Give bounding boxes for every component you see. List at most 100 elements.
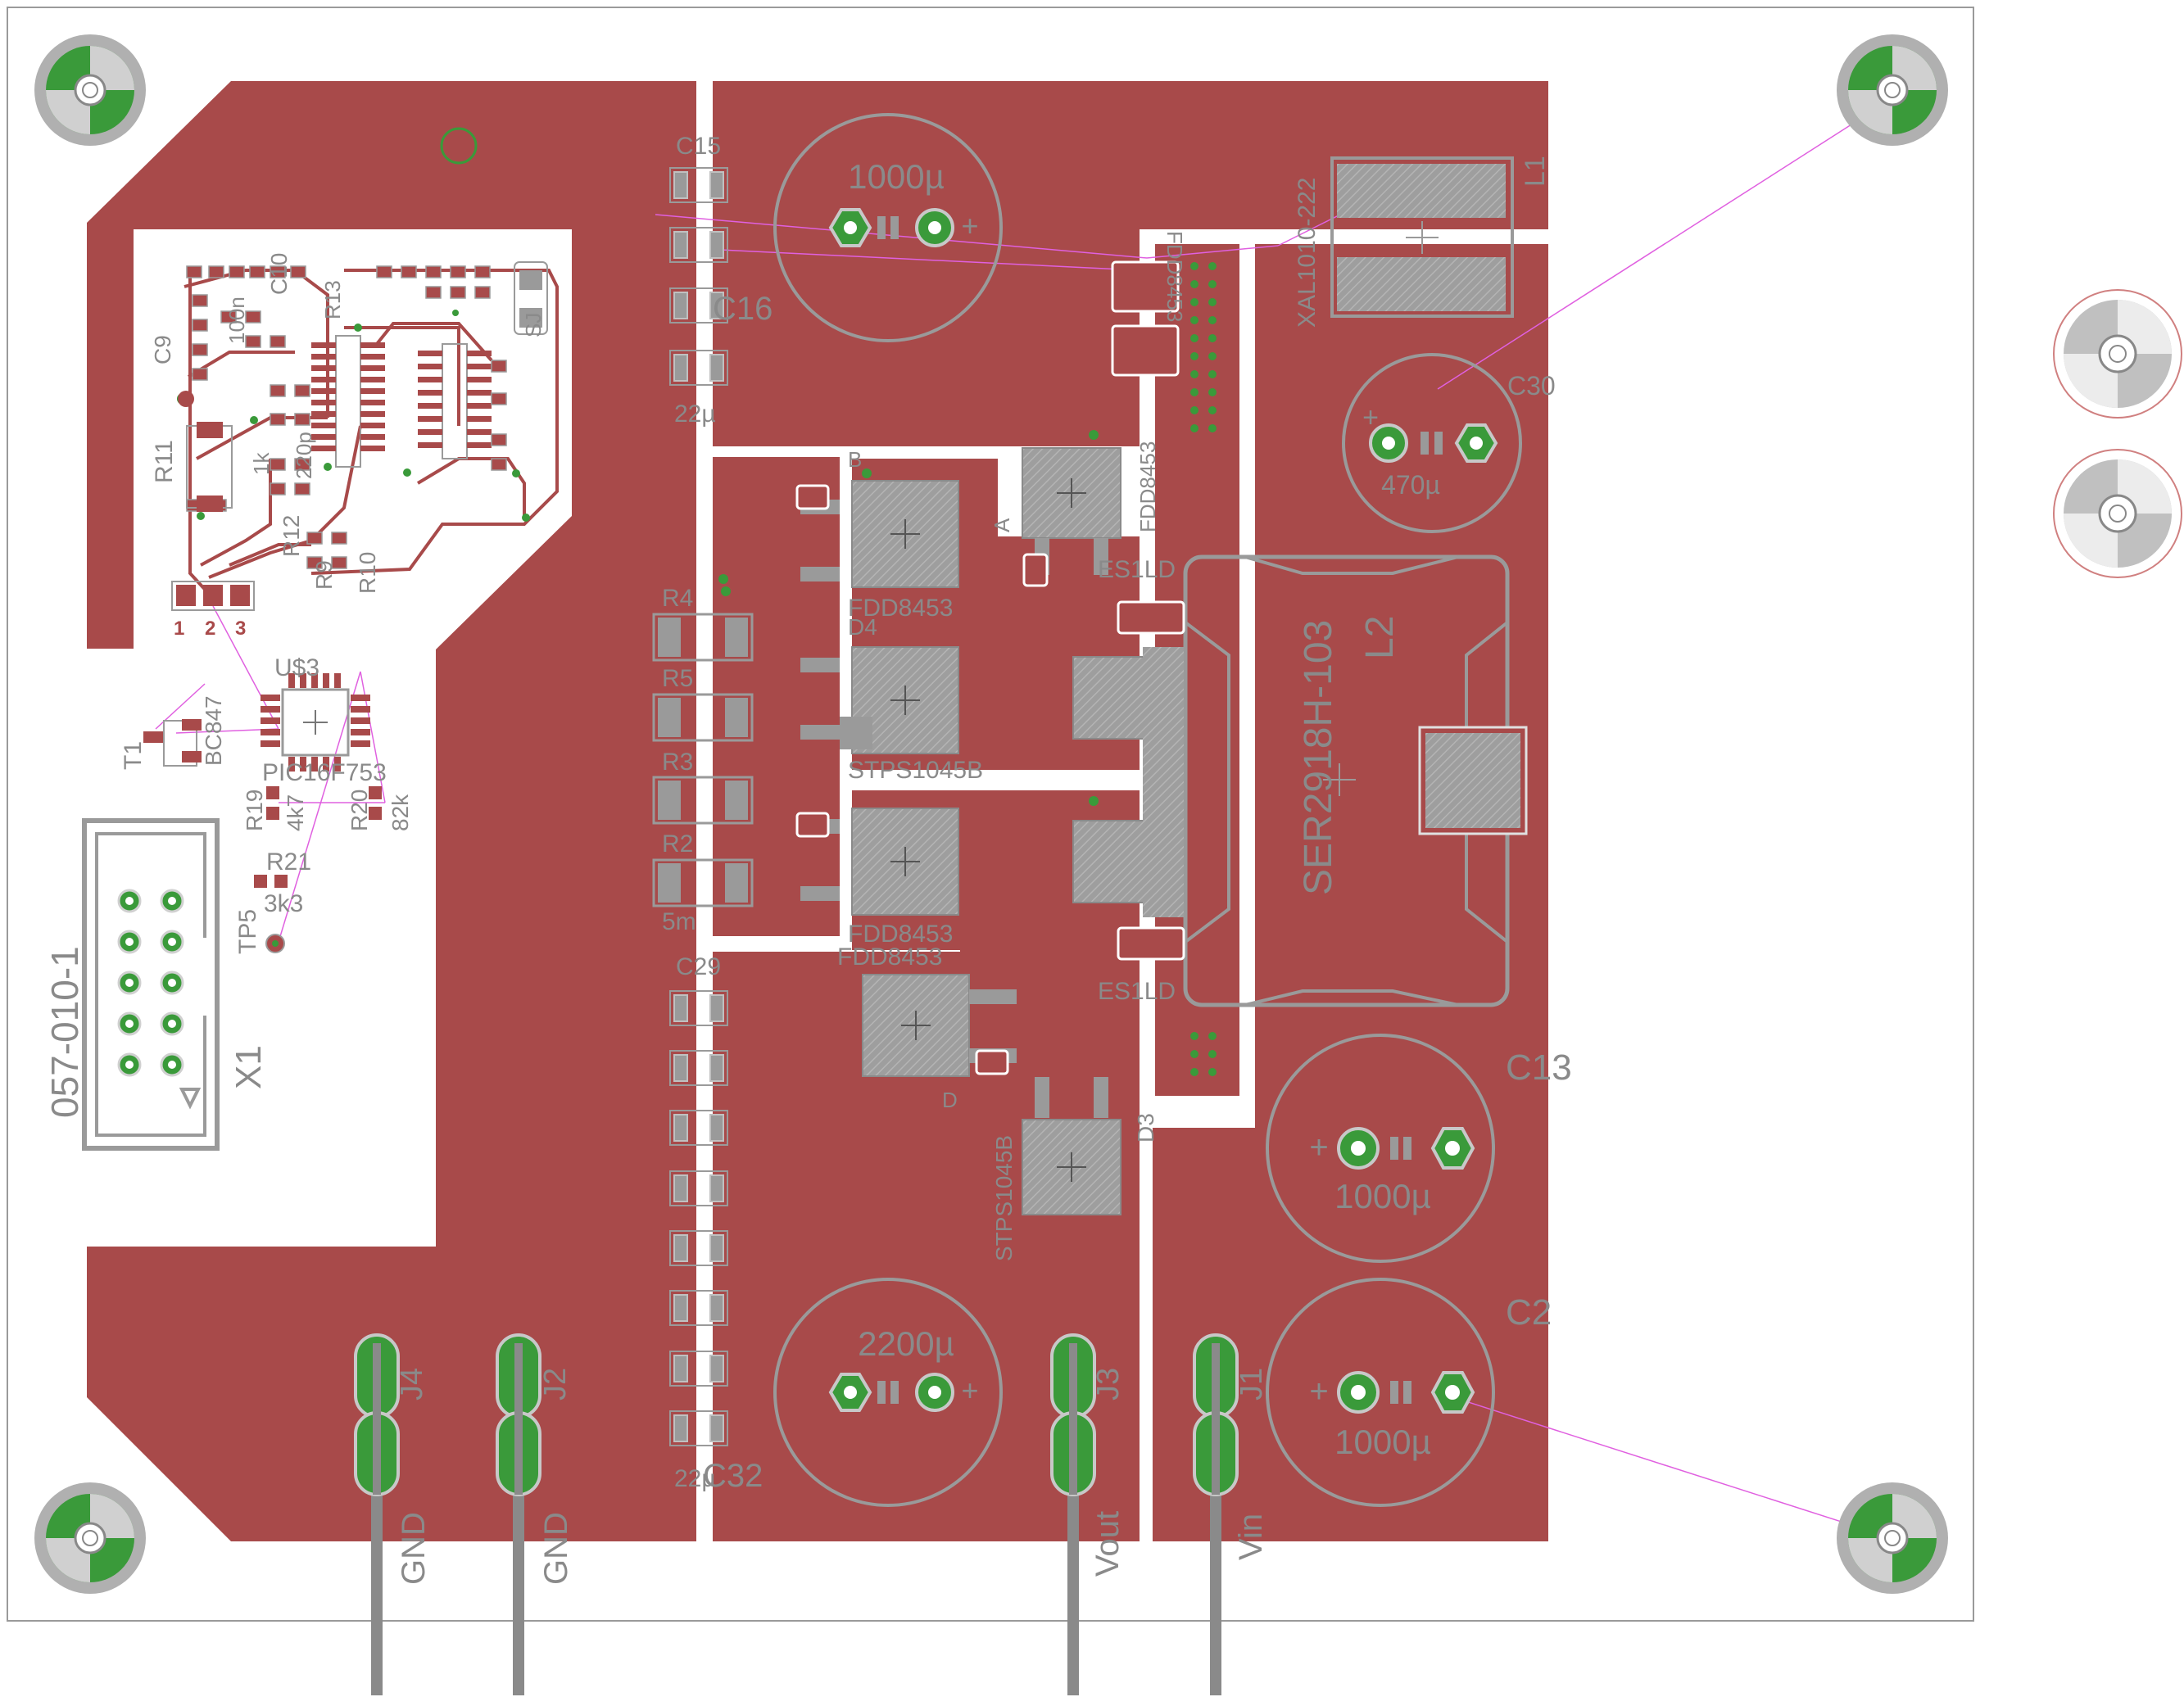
mounting-hole-bottom-right xyxy=(1837,1482,1948,1594)
label-r220p: 220p xyxy=(292,432,316,479)
label-stps-a: STPS1045B xyxy=(848,757,983,784)
label-cap-1000u-c2: 1000µ xyxy=(1334,1423,1431,1461)
mounting-holes xyxy=(34,34,2182,1594)
label-c13: C13 xyxy=(1506,1048,1572,1088)
label-c9: C9 xyxy=(150,335,175,364)
label-x1: X1 xyxy=(229,1045,269,1089)
mosfet-fdd-3 xyxy=(862,974,1017,1077)
label-pin-1: 1 xyxy=(174,618,184,640)
label-cap-1000u-c13: 1000µ xyxy=(1334,1177,1431,1215)
label-r21-val: 3k3 xyxy=(264,890,303,917)
inductor-l1 xyxy=(1330,156,1514,318)
jack-j1 xyxy=(1193,1333,1239,1695)
power-jacks xyxy=(354,1333,1239,1695)
small-pads xyxy=(795,260,1185,1075)
label-r12: R12 xyxy=(279,515,304,557)
capacitor-1000u-c2: + xyxy=(1266,1278,1495,1507)
via-columns xyxy=(718,262,1217,1076)
label-fdd-e: FDD8453 xyxy=(1162,231,1187,322)
label-gnd-1: GND xyxy=(396,1512,432,1585)
shunt-r4 xyxy=(652,613,754,662)
label-j1: J1 xyxy=(1235,1368,1269,1401)
label-d4: D4 xyxy=(848,614,877,640)
diode-d4 xyxy=(800,646,959,754)
mosfet-fdd-2 xyxy=(800,808,959,916)
diode-es1ld-block-upper xyxy=(1072,656,1156,740)
label-l1-part: XAL1010-222 xyxy=(1294,178,1321,328)
label-r1k: 1k xyxy=(249,452,274,475)
label-r20: R20 xyxy=(347,790,372,831)
label-fdd-b: FDD8453 xyxy=(848,921,953,948)
board-outline xyxy=(7,7,1974,1622)
label-c15: C15 xyxy=(676,133,721,160)
label-j4: J4 xyxy=(395,1368,429,1401)
label-d3: D3 xyxy=(1133,1113,1158,1143)
label-pin-3: 3 xyxy=(235,618,246,640)
label-r2: R2 xyxy=(662,830,693,858)
mlcc-stack-top xyxy=(669,167,728,386)
mosfet-fdd-1 xyxy=(800,480,959,588)
capacitor-2200u: + xyxy=(773,1278,1003,1507)
label-l2: L2 xyxy=(1358,616,1402,659)
svg-text:+: + xyxy=(961,1373,978,1407)
svg-text:+: + xyxy=(1309,1129,1328,1165)
svg-text:+: + xyxy=(1362,402,1379,433)
label-fdd-a: FDD8453 xyxy=(848,595,953,622)
svg-text:+: + xyxy=(961,209,978,242)
label-fdd-d: FDD8453 xyxy=(1135,441,1160,532)
label-c32: C32 xyxy=(703,1458,763,1494)
label-r5: R5 xyxy=(662,665,693,692)
inductor-l2 xyxy=(1183,554,1528,1007)
label-stps-b: STPS1045B xyxy=(991,1135,1017,1261)
label-sj: SJ xyxy=(521,313,546,337)
label-r13: R13 xyxy=(320,280,345,319)
shunt-r5 xyxy=(652,693,754,742)
label-r21: R21 xyxy=(266,848,311,876)
transistor-t1 xyxy=(143,719,202,767)
label-tp5: TP5 xyxy=(234,909,261,954)
jack-j2 xyxy=(496,1333,541,1695)
label-j3: J3 xyxy=(1091,1368,1126,1401)
svg-text:+: + xyxy=(1309,1373,1328,1410)
label-r19: R19 xyxy=(242,790,267,831)
solder-jumper-sj xyxy=(514,261,548,335)
label-r9: R9 xyxy=(311,560,337,590)
capacitor-1000u-c13: + xyxy=(1266,1034,1495,1263)
controller-ic-right xyxy=(418,343,492,459)
mounting-hole-top-left xyxy=(34,34,146,146)
label-l1: L1 xyxy=(1520,156,1551,187)
label-es1ld-b: ES1LD xyxy=(1098,978,1176,1005)
copper-pour-bottom-centre xyxy=(713,952,1140,1541)
label-cap-2200u: 2200µ xyxy=(858,1324,954,1363)
label-r11: R11 xyxy=(151,440,178,483)
label-r20-val: 82k xyxy=(387,794,413,831)
label-r100n: 100n xyxy=(224,296,249,344)
label-u3: U$3 xyxy=(274,654,319,681)
label-c29: C29 xyxy=(676,953,721,980)
label-t1: T1 xyxy=(120,741,147,770)
diode-es1ld-block-lower xyxy=(1072,820,1156,903)
header-3pin xyxy=(171,581,255,611)
label-pic: PIC16F753 xyxy=(262,759,387,786)
thermal-strip xyxy=(1143,647,1184,917)
header-x1 xyxy=(82,818,220,1151)
mounting-hole-bottom-left xyxy=(34,1482,146,1594)
shunt-r2 xyxy=(652,858,754,907)
label-c10: C10 xyxy=(266,253,292,295)
capacitor-1000u-top: + xyxy=(773,113,1003,342)
label-mlcc-22u-bottom: 22µ xyxy=(674,1465,716,1492)
inductors xyxy=(1183,156,1528,1007)
label-j2: J2 xyxy=(538,1368,573,1401)
offboard-hole-upper xyxy=(2053,289,2182,419)
shunt-r3 xyxy=(652,776,754,825)
label-c30: C30 xyxy=(1507,371,1556,400)
label-vout: Vout xyxy=(1090,1511,1126,1577)
mounting-hole-top-right xyxy=(1837,34,1948,146)
label-letter-a: A xyxy=(990,518,1014,532)
capacitor-470u: + xyxy=(1342,353,1522,533)
label-fdd-c: FDD8453 xyxy=(837,944,942,971)
label-cap-1000u-top: 1000µ xyxy=(848,157,945,196)
electrolytic-capacitors: + + + + xyxy=(773,113,1522,1507)
copper-pour-mid-left xyxy=(713,457,840,936)
label-x1-part: 057-010-1 xyxy=(43,946,86,1118)
